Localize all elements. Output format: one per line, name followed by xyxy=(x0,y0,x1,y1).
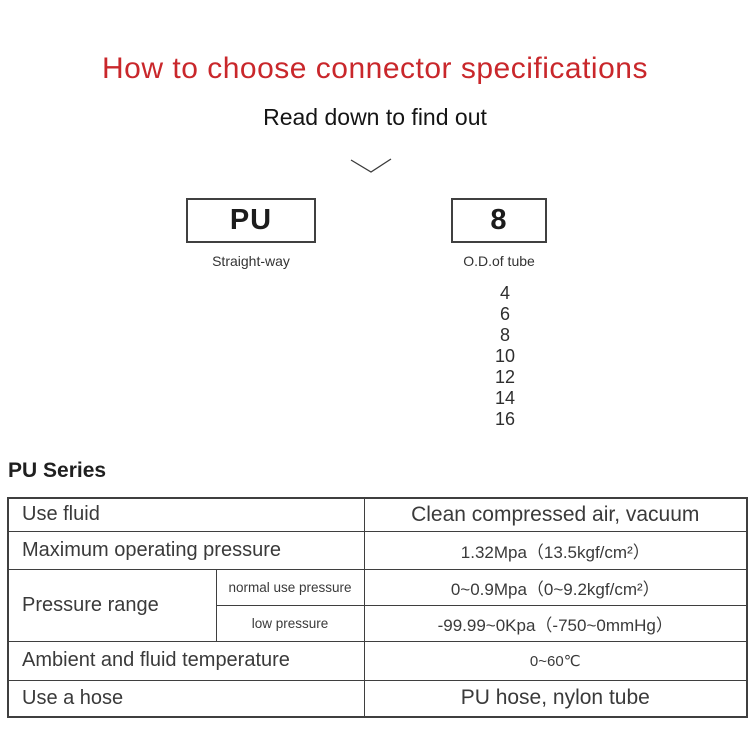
spec-value-low-pressure: -99.99~0Kpa（-750~0mmHg） xyxy=(363,604,748,642)
table-row: low pressure -99.99~0Kpa（-750~0mmHg） xyxy=(8,604,748,642)
spec-label-hose: Use a hose xyxy=(7,679,365,718)
table-row: Use a hose PU hose, nylon tube xyxy=(7,679,748,718)
spec-label-temperature: Ambient and fluid temperature xyxy=(7,640,365,681)
table-row: Maximum operating pressure 1.32Mpa（13.5k… xyxy=(7,530,748,570)
spec-value-hose: PU hose, nylon tube xyxy=(363,679,748,718)
size-option: 8 xyxy=(499,325,510,345)
spec-value-normal-pressure: 0~0.9Mpa（0~9.2kgf/cm²） xyxy=(363,568,748,606)
spec-sublabel-low-pressure: low pressure xyxy=(215,604,365,642)
spec-sublabel-normal-pressure: normal use pressure xyxy=(215,568,365,606)
chevron-down-icon xyxy=(350,158,392,173)
spec-value-max-pressure: 1.32Mpa（13.5kgf/cm²） xyxy=(363,530,748,570)
page-subtitle: Read down to find out xyxy=(263,104,487,130)
size-option: 16 xyxy=(494,409,516,429)
model-code-box: PU xyxy=(186,198,316,243)
page-title: How to choose connector specifications xyxy=(102,52,648,85)
spec-value-temperature: 0~60℃ xyxy=(363,640,748,681)
spec-value-use-fluid: Clean compressed air, vacuum xyxy=(363,497,748,532)
spec-label-max-pressure: Maximum operating pressure xyxy=(7,530,365,570)
size-option: 12 xyxy=(494,367,516,387)
size-option: 10 xyxy=(494,346,516,366)
table-row: Pressure range normal use pressure 0~0.9… xyxy=(7,568,748,642)
size-options-list: 4 6 8 10 12 14 16 xyxy=(480,283,530,430)
spec-label-pressure-range: Pressure range xyxy=(7,568,217,642)
size-caption: O.D.of tube xyxy=(463,253,535,269)
size-option: 6 xyxy=(499,304,510,324)
series-heading: PU Series xyxy=(8,459,107,482)
size-option: 4 xyxy=(499,283,510,303)
table-row: Use fluid Clean compressed air, vacuum xyxy=(7,497,748,532)
size-option: 14 xyxy=(494,388,516,408)
model-caption: Straight-way xyxy=(212,253,290,269)
size-code-box: 8 xyxy=(451,198,547,243)
spec-label-use-fluid: Use fluid xyxy=(7,497,365,532)
spec-table: Use fluid Clean compressed air, vacuum M… xyxy=(7,497,748,718)
table-row: Ambient and fluid temperature 0~60℃ xyxy=(7,640,748,681)
